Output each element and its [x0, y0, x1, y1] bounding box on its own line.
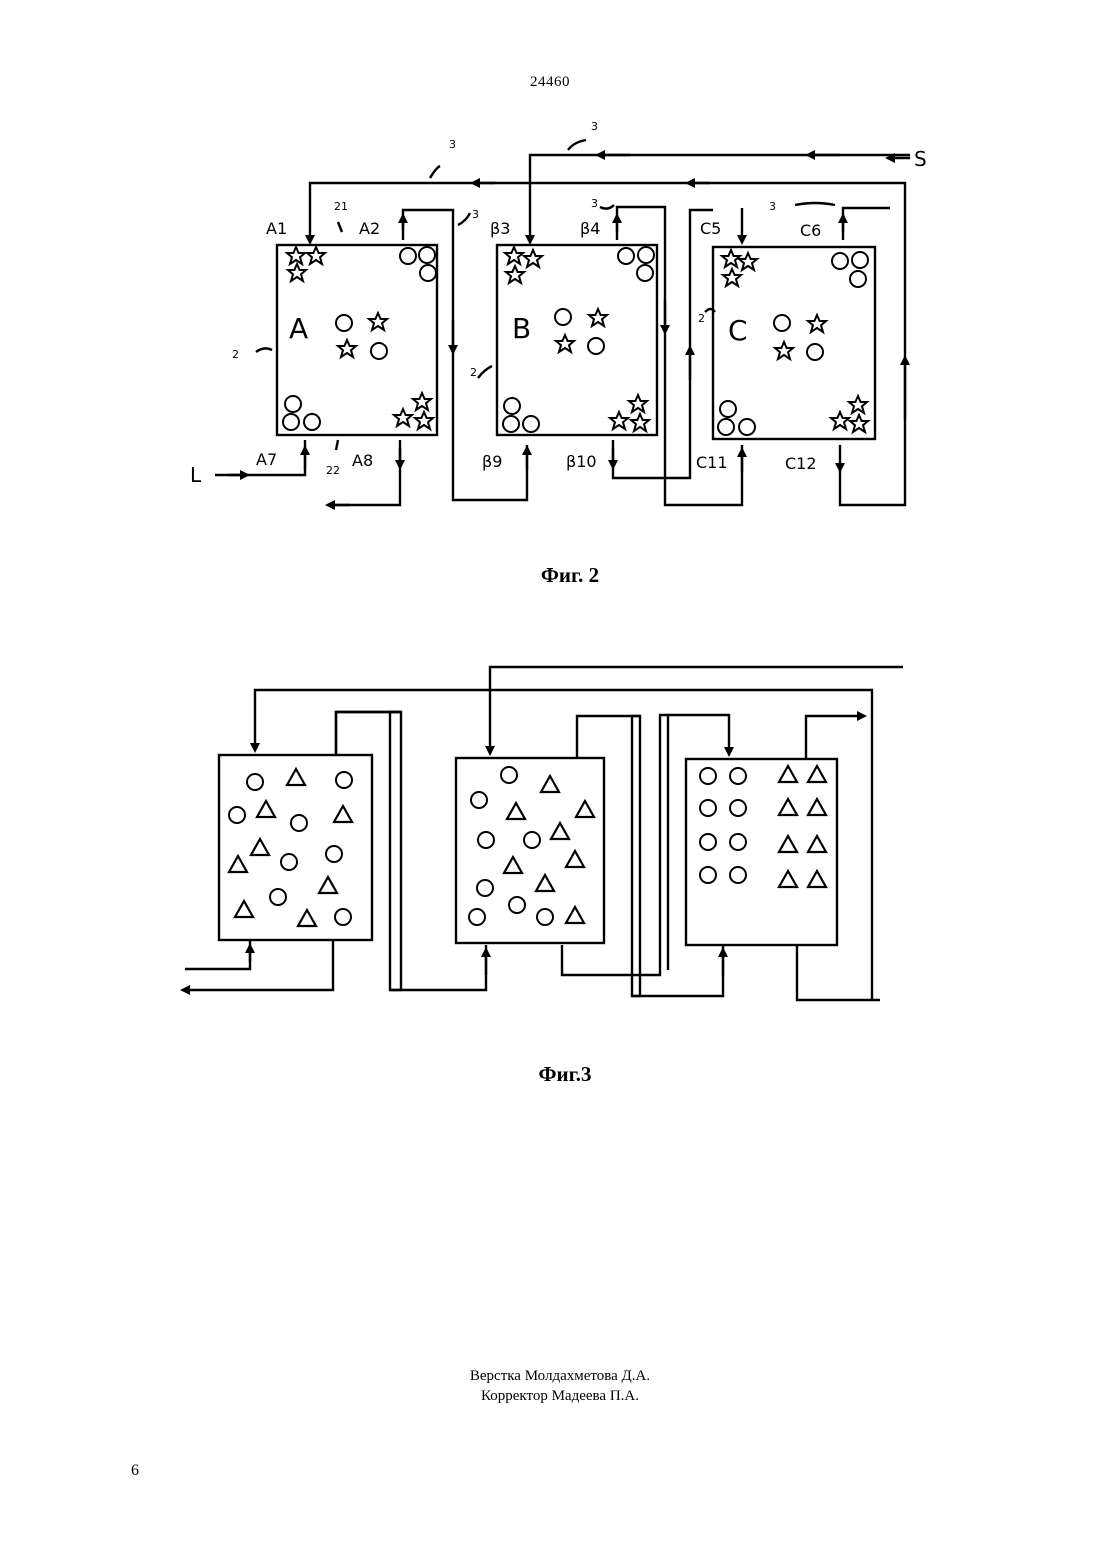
ref-numeral-pipe-2: 3	[591, 120, 598, 133]
solvent-stream-label: S	[914, 147, 927, 171]
port-c11: C11	[696, 453, 728, 472]
ref-numeral-lower: 22	[326, 464, 340, 477]
ref-numeral-upper: 21	[334, 200, 348, 213]
figure-2-caption: Фиг. 2	[0, 563, 1100, 588]
port-b10: β10	[566, 452, 597, 471]
ref-numeral-vessel-b: 2	[470, 366, 477, 379]
port-a1: A1	[266, 219, 287, 238]
ref-numeral-pipe-1: 3	[449, 138, 456, 151]
port-a7: A7	[256, 450, 277, 469]
feed-stream-label: L	[190, 463, 202, 487]
corrector-credit: Корректор Мадеева П.А.	[0, 1386, 1100, 1406]
credits-block: Верстка Молдахметова Д.А. Корректор Маде…	[0, 1366, 1100, 1406]
port-b4: β4	[580, 219, 600, 238]
port-b9: β9	[482, 452, 502, 471]
port-b3: β3	[490, 219, 510, 238]
vessel-c-label: C	[728, 314, 748, 347]
layout-credit: Верстка Молдахметова Д.А.	[0, 1366, 1100, 1386]
port-a2: A2	[359, 219, 380, 238]
vessel-b-label: B	[512, 312, 531, 345]
ref-numeral-vessel-c: 2	[698, 312, 705, 325]
ref-numeral-pipe-4: 3	[591, 197, 598, 210]
port-c5: C5	[700, 219, 721, 238]
port-c6: C6	[800, 221, 821, 240]
port-a8: A8	[352, 451, 373, 470]
port-c12: C12	[785, 454, 817, 473]
ref-numeral-pipe-5: 3	[769, 200, 776, 213]
ref-numeral-pipe-3: 3	[472, 208, 479, 221]
figure-3-caption: Фиг.3	[0, 1062, 1100, 1087]
vessel-a-label: A	[289, 312, 308, 345]
page-number: 6	[131, 1462, 139, 1480]
ref-numeral-vessel-a: 2	[232, 348, 239, 361]
